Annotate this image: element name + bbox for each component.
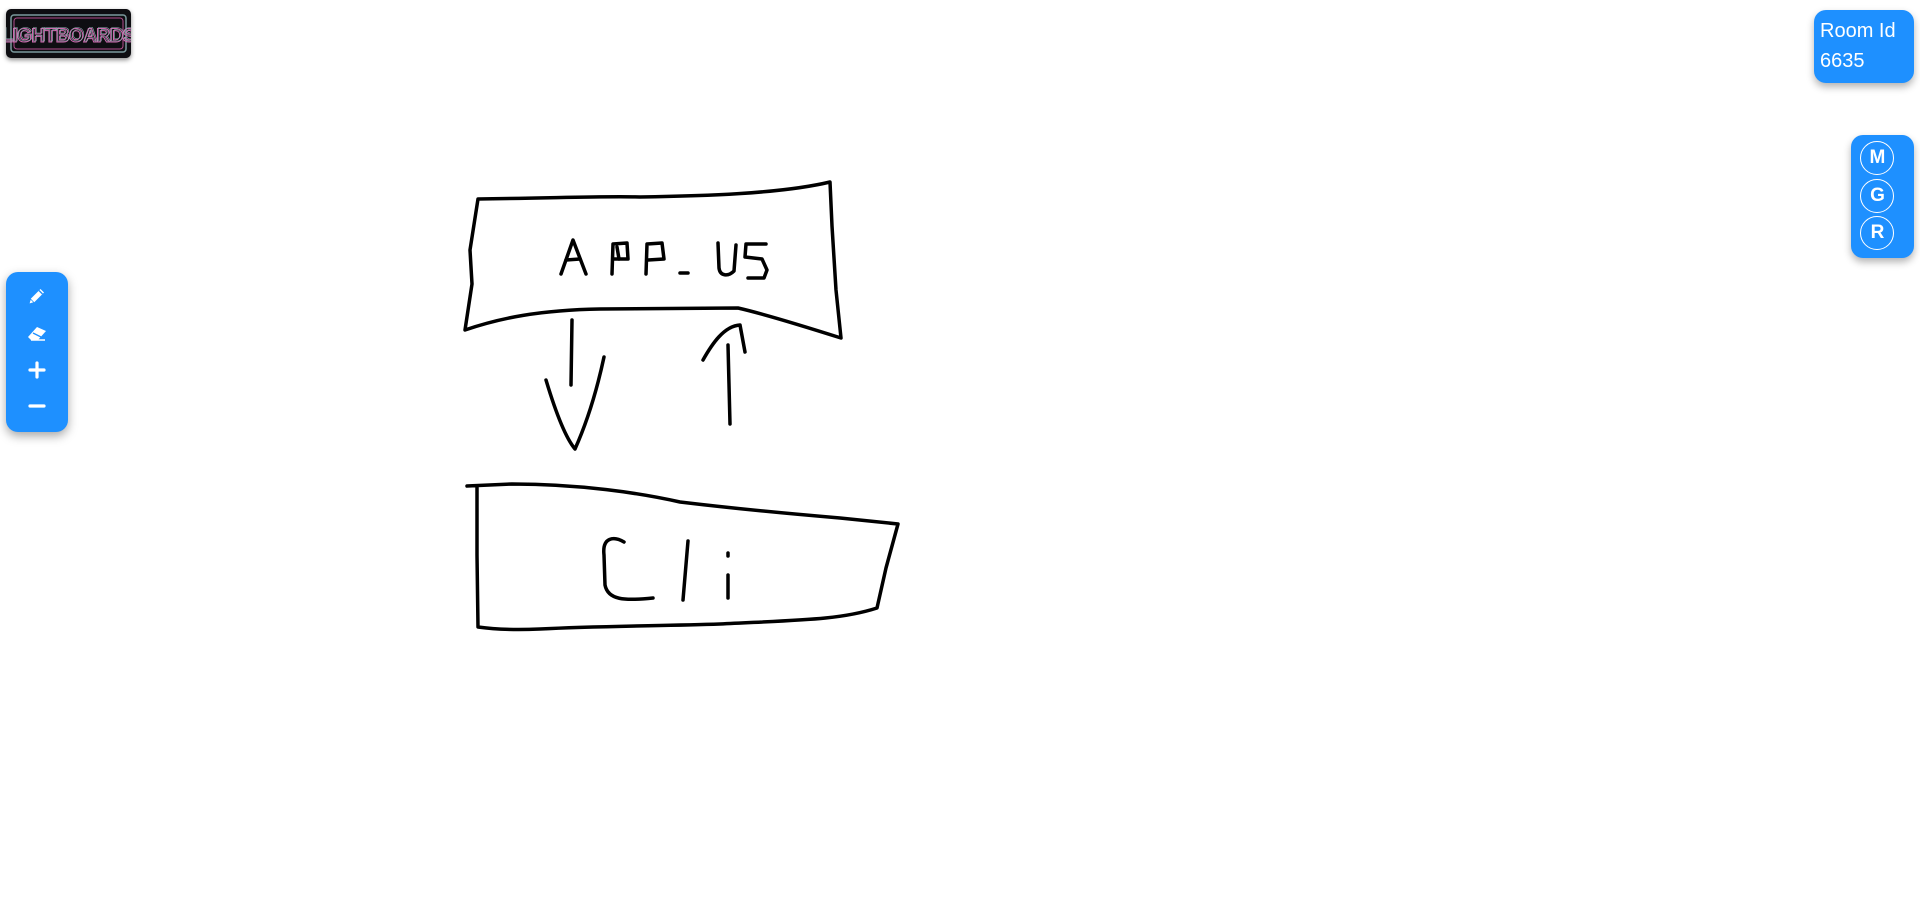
plus-icon: [28, 361, 46, 379]
zoom-out-button[interactable]: [23, 392, 51, 420]
logo-text: LIGHTBOARDS: [6, 26, 131, 47]
svg-text:LIGHTBOARDS: LIGHTBOARDS: [6, 25, 131, 46]
room-id-value: 6635: [1820, 50, 1865, 72]
user-avatar-r[interactable]: R: [1860, 216, 1895, 250]
user-avatar-g[interactable]: G: [1860, 179, 1895, 213]
arrows: [544, 318, 747, 451]
room-id-badge: Room Id 6635: [1814, 10, 1914, 83]
user-initial: M: [1869, 147, 1886, 168]
drawing-toolbar: [6, 272, 68, 432]
user-initial: R: [1870, 222, 1885, 243]
app-logo: LIGHTBOARDS LIGHTBOARDS: [6, 9, 131, 58]
eraser-tool-button[interactable]: [23, 319, 51, 347]
zoom-in-button[interactable]: [23, 356, 51, 384]
cli-box: [465, 482, 900, 632]
pencil-tool-button[interactable]: [23, 282, 51, 310]
logo-graphic: LIGHTBOARDS LIGHTBOARDS: [6, 14, 131, 53]
eraser-icon: [28, 327, 46, 341]
user-avatar-m[interactable]: M: [1860, 141, 1895, 175]
connected-users-panel: M G R: [1851, 135, 1914, 258]
pencil-icon: [28, 289, 44, 305]
minus-icon: [28, 404, 46, 408]
app-js-box: [463, 180, 843, 340]
user-initial: G: [1870, 185, 1885, 206]
room-id-label: Room Id: [1820, 20, 1896, 42]
